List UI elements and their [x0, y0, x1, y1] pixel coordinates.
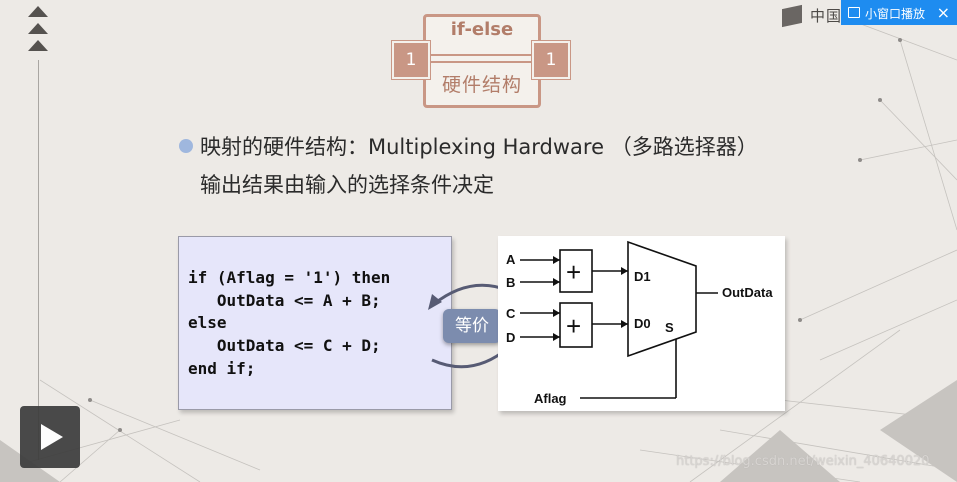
input-label-b: B: [506, 275, 515, 290]
bullet-text-line2: 输出结果由输入的选择条件决定: [200, 173, 494, 197]
adder-symbol-bottom: +: [566, 311, 581, 341]
diagram-bar-top: [430, 54, 534, 56]
up-arrow-icon: [28, 6, 48, 17]
equivalence-badge: 等价: [443, 309, 501, 343]
up-arrow-icon: [28, 23, 48, 34]
mux-input-d1: D1: [634, 269, 651, 284]
input-label-d: D: [506, 330, 515, 345]
timeline-line: [38, 60, 39, 460]
watermark-text: https://blog.csdn.net/weixin_40640020: [676, 454, 930, 469]
close-icon[interactable]: ×: [936, 3, 950, 22]
mux-select-label: S: [665, 320, 674, 335]
mux-input-d0: D0: [634, 316, 651, 331]
mux-circuit-diagram: A B C D + + D1 D0 S OutData Aflag: [506, 240, 773, 406]
mini-window-label: 小窗口播放: [865, 7, 926, 21]
vhdl-code: if (Aflag = '1') then OutData <= A + B; …: [188, 268, 391, 378]
bullet-dot: [179, 139, 193, 153]
adder-symbol-top: +: [566, 257, 581, 287]
left-value-box: 1: [392, 41, 430, 79]
if-else-diagram: if-else 硬件结构 1 1: [392, 14, 570, 108]
diagram-subtitle: 硬件结构: [441, 74, 522, 96]
code-panel: if (Aflag = '1') then OutData <= A + B; …: [178, 236, 452, 410]
slide-nav-arrows: [28, 6, 50, 66]
diagram-bar-bottom: [430, 61, 534, 63]
diagram-title: if-else: [450, 19, 514, 40]
control-label: Aflag: [534, 391, 567, 406]
logo-icon: [782, 4, 802, 28]
right-value-box: 1: [532, 41, 570, 79]
output-label: OutData: [722, 285, 773, 300]
play-icon: [41, 424, 63, 450]
brand-text: 中国: [810, 7, 843, 25]
mini-window-button[interactable]: 小窗口播放 ×: [841, 0, 957, 25]
window-icon: [848, 7, 860, 18]
play-button[interactable]: [20, 406, 80, 468]
input-label-a: A: [506, 252, 516, 267]
brand-logo: 中国: [782, 2, 843, 28]
up-arrow-icon: [28, 40, 48, 51]
circuit-panel: A B C D + + D1 D0 S OutData Aflag: [498, 236, 785, 411]
bullet-text-line1: 映射的硬件结构：Multiplexing Hardware （多路选择器）: [200, 135, 758, 159]
input-label-c: C: [506, 306, 516, 321]
